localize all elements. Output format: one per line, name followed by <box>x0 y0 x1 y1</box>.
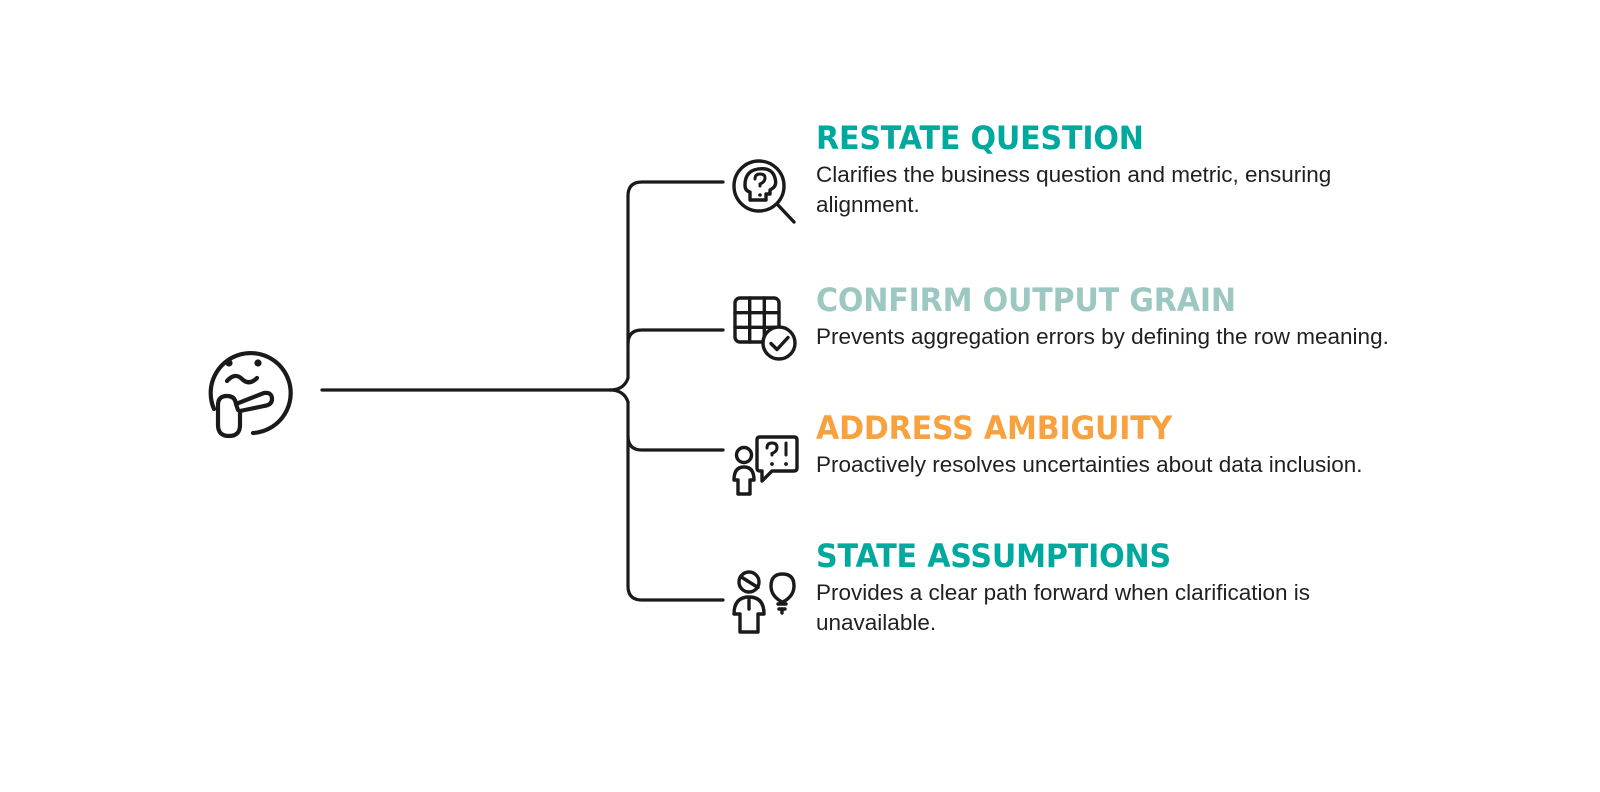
thinking-hand <box>215 390 275 439</box>
thumb-crease <box>233 401 241 413</box>
branch-line-0 <box>626 180 725 198</box>
magnifier-handle <box>775 202 796 224</box>
branch-line-2 <box>626 434 725 452</box>
branch-title: STATE ASSUMPTIONS <box>816 537 1171 575</box>
person-body <box>732 465 756 496</box>
branch-description: Clarifies the business question and metr… <box>816 162 1332 217</box>
person-head <box>734 445 754 465</box>
branch-title: RESTATE QUESTION <box>816 119 1144 157</box>
person-body <box>732 595 766 634</box>
face-eye-left <box>225 359 233 367</box>
grid-frame <box>733 296 781 344</box>
face-eye-right <box>254 359 262 367</box>
person-head <box>737 570 761 594</box>
spine-split-lower <box>608 388 630 404</box>
branch-item-state-assumptions: STATE ASSUMPTIONS Provides a clear path … <box>728 538 1468 642</box>
person-head-cap <box>738 574 760 590</box>
branch-line-1 <box>626 328 725 346</box>
head-profile <box>743 167 778 202</box>
branch-text-block: ADDRESS AMBIGUITY Proactively resolves u… <box>802 410 1468 480</box>
branch-item-address-ambiguity: ADDRESS AMBIGUITY Proactively resolves u… <box>728 410 1468 508</box>
question-exclaim-glyphs <box>765 441 788 466</box>
thinking-face-icon <box>208 350 293 439</box>
spine-split-upper <box>608 376 630 392</box>
person-lightbulb-icon <box>732 570 796 634</box>
grid-check-icon <box>733 296 797 361</box>
face-outline <box>208 350 293 436</box>
branch-text-block: CONFIRM OUTPUT GRAIN Prevents aggregatio… <box>802 282 1468 352</box>
question-mark-glyph <box>753 172 767 197</box>
branch-title: ADDRESS AMBIGUITY <box>816 409 1173 447</box>
branch-line-3 <box>626 584 725 602</box>
branch-text-block: RESTATE QUESTION Clarifies the business … <box>802 120 1468 220</box>
bulb-glass <box>769 572 796 604</box>
branch-description: Proactively resolves uncertainties about… <box>816 452 1363 477</box>
branch-item-confirm-output-grain: CONFIRM OUTPUT GRAIN Prevents aggregatio… <box>728 282 1468 372</box>
branch-item-restate-question: RESTATE QUESTION Clarifies the business … <box>728 120 1468 236</box>
branch-description: Provides a clear path forward when clari… <box>816 580 1310 635</box>
face-mouth <box>224 373 260 385</box>
head-question-magnifier-icon <box>732 159 796 224</box>
branch-title: CONFIRM OUTPUT GRAIN <box>816 281 1236 319</box>
check-circle <box>761 325 797 361</box>
person-question-exclaim-bubble-icon <box>732 435 799 496</box>
branch-text-block: STATE ASSUMPTIONS Provides a clear path … <box>802 538 1468 638</box>
branch-description: Prevents aggregation errors by defining … <box>816 324 1389 349</box>
check-mark <box>769 335 790 352</box>
magnifier-lens <box>732 159 786 213</box>
